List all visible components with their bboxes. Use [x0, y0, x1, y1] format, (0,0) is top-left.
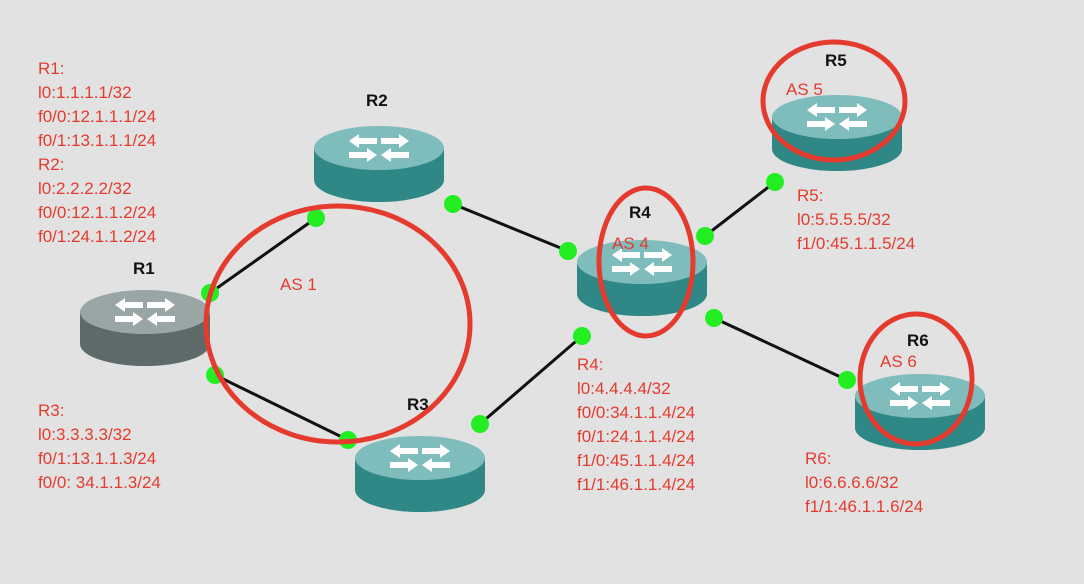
router-name-r5: R5	[825, 51, 847, 70]
port-dot[interactable]	[559, 242, 577, 260]
router-name-r3: R3	[407, 395, 429, 414]
link-r4-r5	[704, 180, 776, 238]
info-line: R5:	[797, 186, 823, 205]
router-r2[interactable]	[314, 126, 444, 202]
as-ring-5	[760, 39, 908, 163]
router-name-r1: R1	[133, 259, 155, 278]
port-dots	[201, 173, 856, 449]
as-ring-6	[857, 311, 975, 447]
as-rings	[203, 39, 975, 447]
port-dot[interactable]	[307, 209, 325, 227]
info-line: f0/0: 34.1.1.3/24	[38, 473, 161, 492]
info-line: l0:4.4.4.4/32	[577, 379, 671, 398]
info-line: R3:	[38, 401, 64, 420]
link-r3-r4	[479, 334, 583, 426]
link-r1-r2	[209, 216, 317, 295]
port-dot[interactable]	[705, 309, 723, 327]
router-name-r4: R4	[629, 203, 651, 222]
info-line: f0/1:13.1.1.1/24	[38, 131, 156, 150]
port-dot[interactable]	[696, 227, 714, 245]
as-label-4: AS 4	[612, 234, 649, 253]
info-line: f0/1:24.1.1.2/24	[38, 227, 156, 246]
link-r4-r6	[713, 316, 848, 382]
link-r2-r4	[452, 202, 569, 253]
router-r3[interactable]	[355, 436, 485, 512]
info-line: l0:6.6.6.6/32	[805, 473, 899, 492]
info-line: l0:3.3.3.3/32	[38, 425, 132, 444]
info-line: f1/0:45.1.1.5/24	[797, 234, 915, 253]
port-dot[interactable]	[444, 195, 462, 213]
info-r3: R3: l0:3.3.3.3/32 f0/1:13.1.1.3/24 f0/0:…	[38, 401, 161, 492]
link-r1-r3	[214, 373, 349, 442]
as-label-6: AS 6	[880, 352, 917, 371]
info-line: R6:	[805, 449, 831, 468]
router-name-r6: R6	[907, 331, 929, 350]
info-line: f1/0:45.1.1.4/24	[577, 451, 695, 470]
info-line: l0:5.5.5.5/32	[797, 210, 891, 229]
as-label-1: AS 1	[280, 275, 317, 294]
info-line: f0/0:12.1.1.2/24	[38, 203, 156, 222]
info-r4: R4: l0:4.4.4.4/32 f0/0:34.1.1.4/24 f0/1:…	[577, 355, 695, 494]
info-line: R4:	[577, 355, 603, 374]
info-line: R2:	[38, 155, 64, 174]
router-r4[interactable]	[577, 240, 707, 316]
info-line: f1/1:46.1.1.6/24	[805, 497, 923, 516]
info-line: f0/0:34.1.1.4/24	[577, 403, 695, 422]
as-label-5: AS 5	[786, 80, 823, 99]
as-ring-1	[203, 203, 473, 445]
router-name-r2: R2	[366, 91, 388, 110]
info-line: R1:	[38, 59, 64, 78]
info-line: f0/0:12.1.1.1/24	[38, 107, 156, 126]
port-dot[interactable]	[471, 415, 489, 433]
info-line: l0:2.2.2.2/32	[38, 179, 132, 198]
port-dot[interactable]	[838, 371, 856, 389]
info-r5: R5: l0:5.5.5.5/32 f1/0:45.1.1.5/24	[797, 186, 915, 253]
info-line: l0:1.1.1.1/32	[38, 83, 132, 102]
info-line: f0/1:24.1.1.4/24	[577, 427, 695, 446]
router-r1[interactable]	[80, 290, 210, 366]
links	[209, 180, 848, 442]
as-ring-4	[596, 185, 696, 339]
port-dot[interactable]	[766, 173, 784, 191]
info-line: f1/1:46.1.1.4/24	[577, 475, 695, 494]
info-r1-r2: R1: l0:1.1.1.1/32 f0/0:12.1.1.1/24 f0/1:…	[38, 59, 156, 246]
port-dot[interactable]	[573, 327, 591, 345]
info-line: f0/1:13.1.1.3/24	[38, 449, 156, 468]
info-r6: R6: l0:6.6.6.6/32 f1/1:46.1.1.6/24	[805, 449, 923, 516]
